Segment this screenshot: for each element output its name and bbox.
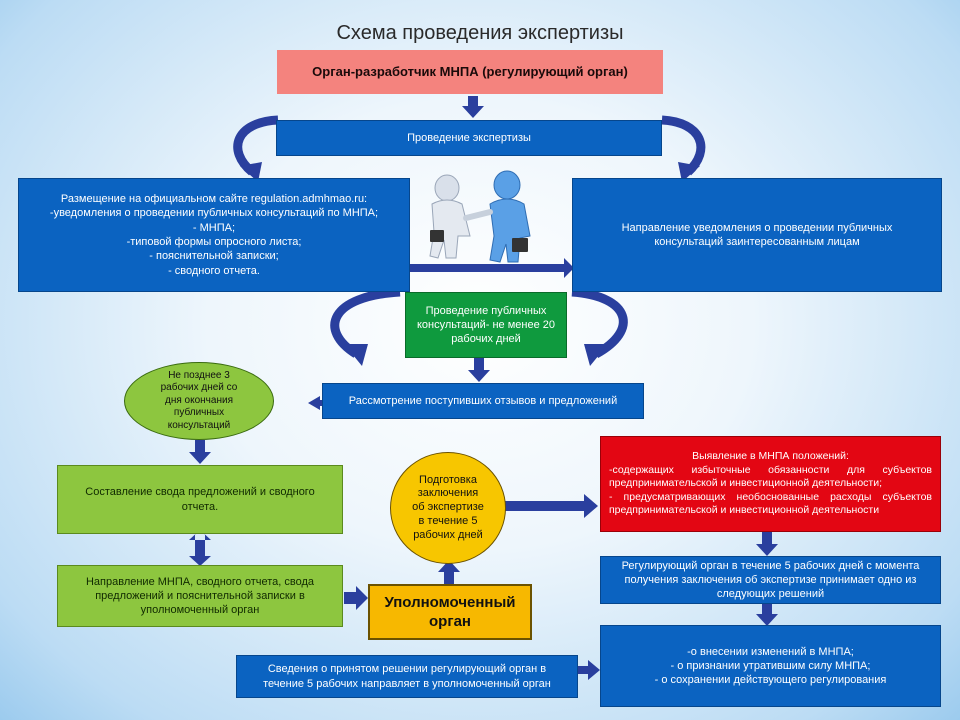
arrow-down-rassmotrenie xyxy=(468,358,490,382)
arrow-left-svedeniya xyxy=(578,660,600,680)
resheniya-line: -о внесении изменений в МНПА; xyxy=(687,645,854,658)
vyyavlenie-heading: Выявление в МНПА положений: xyxy=(692,449,849,462)
napravlenie-uvedomleniya-box: Направление уведомления о проведении пуб… xyxy=(572,178,942,292)
razmeshchenie-line: -типовой формы опросного листа; xyxy=(126,236,302,248)
resheniya-box: -о внесении изменений в МНПА; - о призна… xyxy=(600,625,941,707)
arrow-down-1 xyxy=(462,96,484,118)
ne-pozdnee-ellipse: Не позднее 3 рабочих дней со дня окончан… xyxy=(124,362,274,440)
vyyavlenie-line: - предусматривающих необоснованные расхо… xyxy=(609,490,932,517)
rassmotrenie-box: Рассмотрение поступивших отзывов и предл… xyxy=(322,383,644,419)
arrow-updown-sostavlenie xyxy=(189,530,211,566)
razmeshchenie-line: Размещение на официальном сайте regulati… xyxy=(60,193,368,206)
podgotovka-ellipse: Подготовка заключения об экспертизе в те… xyxy=(390,452,506,564)
arrow-right-upolnomochenny xyxy=(344,586,368,610)
sostavlenie-box: Составление свода предложений и сводного… xyxy=(57,465,343,534)
curved-arrow-right-top xyxy=(661,115,706,176)
curved-arrow-left-mid-head xyxy=(344,344,368,366)
vyyavlenie-line: -содержащих избыточные обязанности для с… xyxy=(609,463,932,490)
curved-arrow-right-top-head xyxy=(678,162,700,182)
curved-arrow-left-mid xyxy=(330,287,401,358)
arrow-right-vyyavlenie xyxy=(505,494,598,518)
arrow-left-ne-pozdnee xyxy=(308,396,322,410)
arrow-right-razmeshchenie xyxy=(410,258,574,278)
vyyavlenie-box: Выявление в МНПА положений: -содержащих … xyxy=(600,436,941,532)
handshake-figures-icon xyxy=(429,170,531,263)
razmeshchenie-line: - сводного отчета. xyxy=(168,264,260,277)
razmeshchenie-line: - МНПА; xyxy=(192,221,236,234)
page-title: Схема проведения экспертизы xyxy=(336,22,624,44)
curved-arrow-left-top xyxy=(233,115,279,176)
curved-arrow-right-mid-head xyxy=(584,344,608,366)
provedenie-ekspertizy-box: Проведение экспертизы xyxy=(276,120,662,156)
razmeshchenie-line: -уведомления о проведении публичных конс… xyxy=(49,207,379,220)
upolnomochenny-box: Уполномоченный орган xyxy=(368,584,532,640)
konsultacii-box: Проведение публичных консультаций- не ме… xyxy=(405,292,567,358)
napravlenie-mnpa-box: Направление МНПА, сводного отчета, свода… xyxy=(57,565,343,627)
reguliruyushchiy-box: Регулирующий орган в течение 5 рабочих д… xyxy=(600,556,941,604)
svedeniya-box: Сведения о принятом решении регулирующий… xyxy=(236,655,578,698)
curved-arrow-left-top-head xyxy=(240,162,262,182)
curved-arrow-right-mid xyxy=(571,287,628,358)
arrow-down-sostavlenie xyxy=(189,440,211,464)
razmeshchenie-box: Размещение на официальном сайте regulati… xyxy=(18,178,410,292)
arrow-down-resheniya xyxy=(756,604,778,626)
razmeshchenie-line: - пояснительной записки; xyxy=(149,250,279,263)
resheniya-line: - о признании утратившим силу МНПА; xyxy=(670,659,871,672)
resheniya-line: - о сохранении действующего регулировани… xyxy=(654,674,887,687)
arrow-down-reguliruyushchiy xyxy=(756,532,778,556)
organ-razrabotchik-box: Орган-разработчик МНПА (регулирующий орг… xyxy=(277,50,663,94)
arrow-up-podgotovka xyxy=(438,560,460,584)
